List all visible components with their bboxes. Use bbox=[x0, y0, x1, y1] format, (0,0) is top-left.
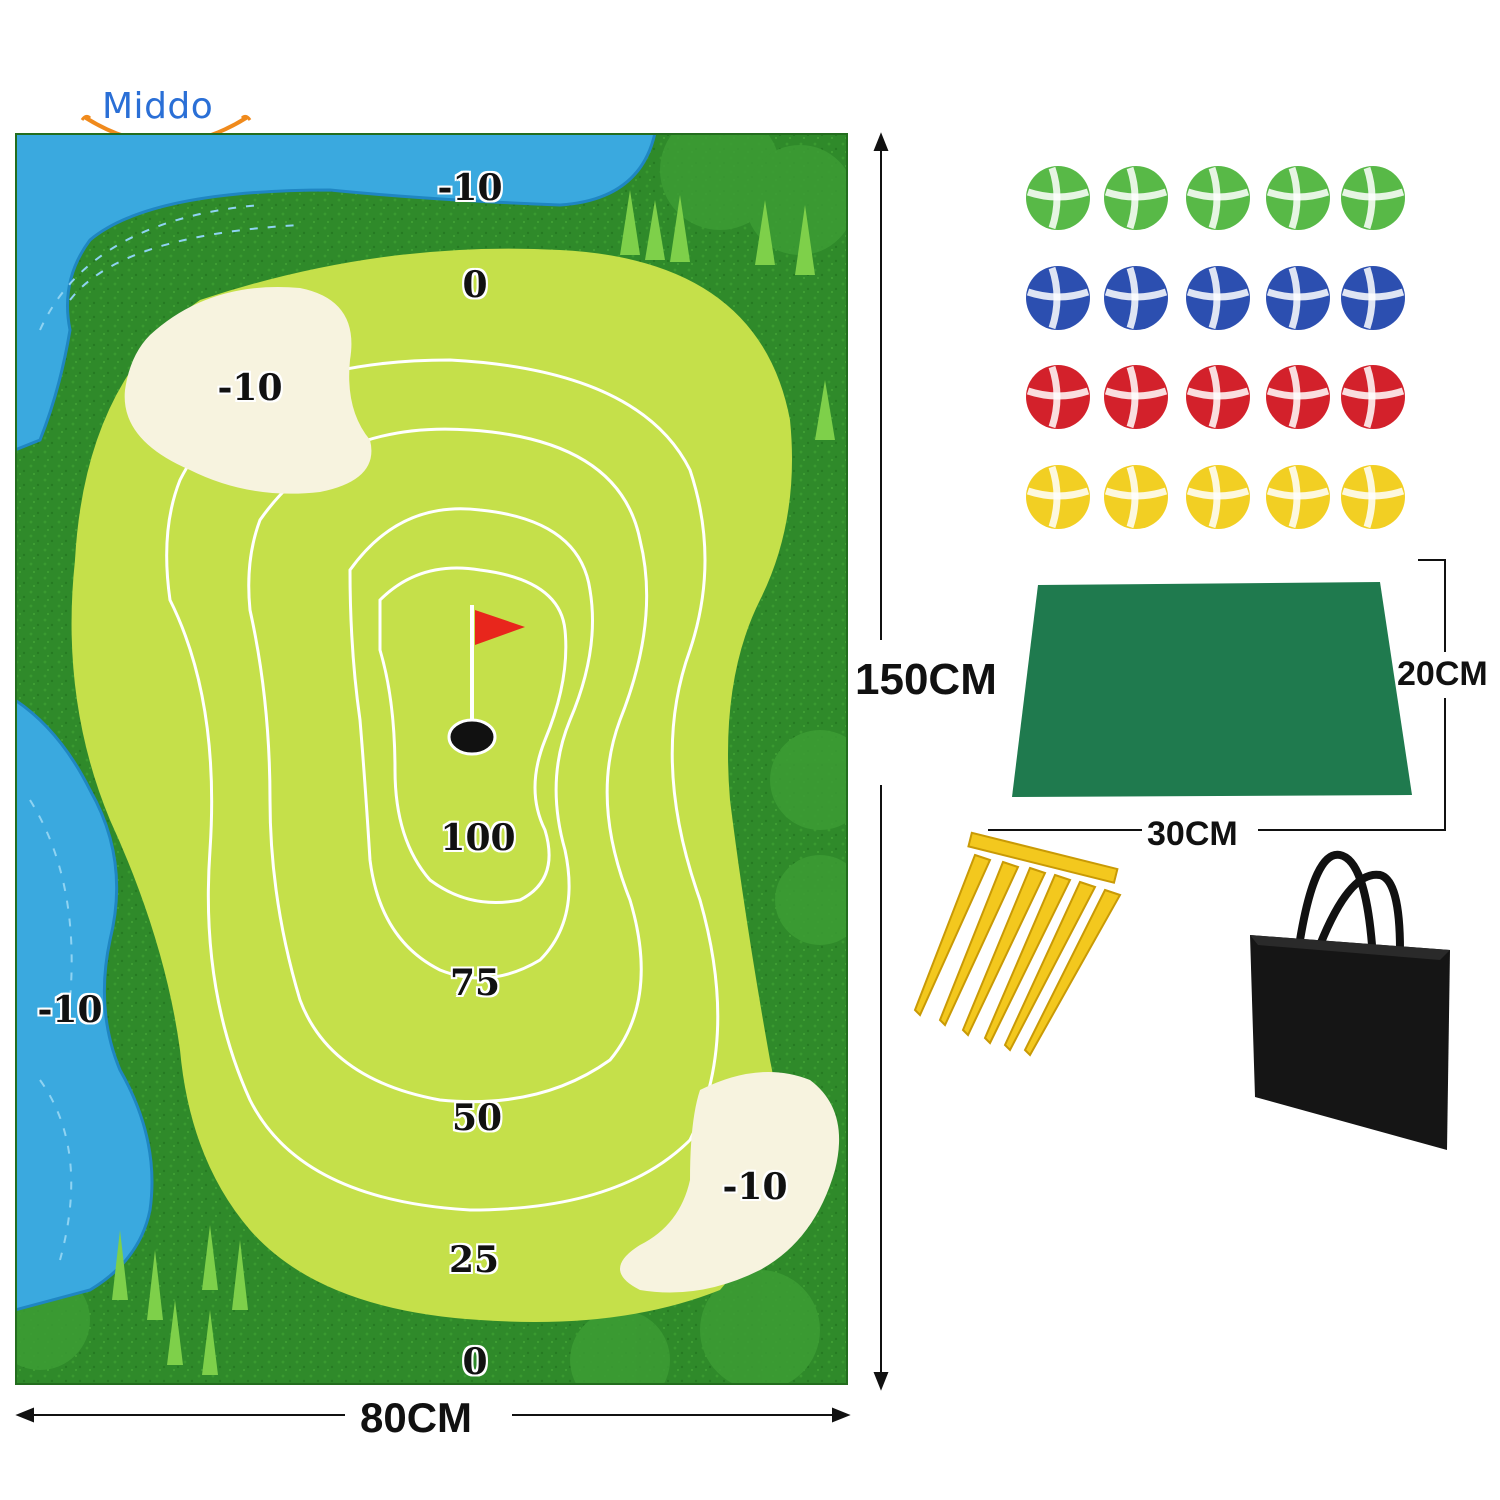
score-ring-100: 100 bbox=[440, 817, 516, 859]
velcro-ball bbox=[1104, 465, 1168, 529]
small-mat-dimension-lines bbox=[988, 559, 1446, 831]
velcro-ball bbox=[1104, 166, 1168, 230]
velcro-ball bbox=[1186, 465, 1250, 529]
velcro-ball bbox=[1341, 266, 1405, 330]
width-arrow bbox=[15, 1407, 851, 1423]
velcro-ball bbox=[1266, 365, 1330, 429]
golf-hole bbox=[447, 718, 497, 756]
golf-mat bbox=[15, 133, 848, 1385]
small-mat-width-label: 30CM bbox=[1147, 815, 1238, 853]
score-water-top: -10 bbox=[437, 167, 503, 209]
velcro-ball bbox=[1266, 166, 1330, 230]
score-ring-75: 75 bbox=[449, 962, 501, 1004]
velcro-ball bbox=[1266, 465, 1330, 529]
velcro-ball bbox=[1341, 465, 1405, 529]
water-hazard-top bbox=[15, 133, 657, 452]
stakes bbox=[913, 831, 1122, 1057]
sand-trap-bottom-right bbox=[620, 1072, 840, 1293]
brand-name: Middo bbox=[102, 86, 214, 127]
velcro-ball bbox=[1341, 166, 1405, 230]
velcro-ball bbox=[1104, 365, 1168, 429]
score-top-zero: 0 bbox=[462, 264, 488, 306]
tote-bag bbox=[1250, 850, 1450, 1150]
velcro-ball bbox=[1026, 365, 1090, 429]
velcro-ball bbox=[1186, 266, 1250, 330]
velcro-ball bbox=[1186, 365, 1250, 429]
flag-icon bbox=[470, 605, 525, 735]
balls-grid bbox=[1026, 166, 1405, 529]
score-bottom-zero: 0 bbox=[462, 1341, 488, 1383]
small-mat bbox=[1012, 582, 1412, 797]
height-arrow bbox=[873, 132, 889, 1391]
mat-width-label: 80CM bbox=[360, 1394, 473, 1441]
velcro-ball bbox=[1341, 365, 1405, 429]
mat-height-label: 150CM bbox=[855, 655, 997, 704]
score-ring-25: 25 bbox=[448, 1239, 500, 1281]
water-ripples bbox=[29, 204, 301, 1261]
score-water-left: -10 bbox=[37, 989, 103, 1031]
score-sand-bottom-right: -10 bbox=[722, 1166, 788, 1208]
trees bbox=[112, 190, 835, 1375]
fairway bbox=[71, 248, 793, 1323]
velcro-ball bbox=[1186, 166, 1250, 230]
velcro-ball bbox=[1026, 266, 1090, 330]
velcro-ball bbox=[1266, 266, 1330, 330]
velcro-ball bbox=[1104, 266, 1168, 330]
velcro-ball bbox=[1026, 465, 1090, 529]
score-ring-50: 50 bbox=[451, 1097, 503, 1139]
small-mat-height-label: 20CM bbox=[1397, 655, 1488, 693]
score-sand-top-left: -10 bbox=[217, 367, 283, 409]
sand-trap-top-left bbox=[124, 286, 372, 494]
water-hazard-left bbox=[15, 698, 154, 1312]
velcro-ball bbox=[1026, 166, 1090, 230]
